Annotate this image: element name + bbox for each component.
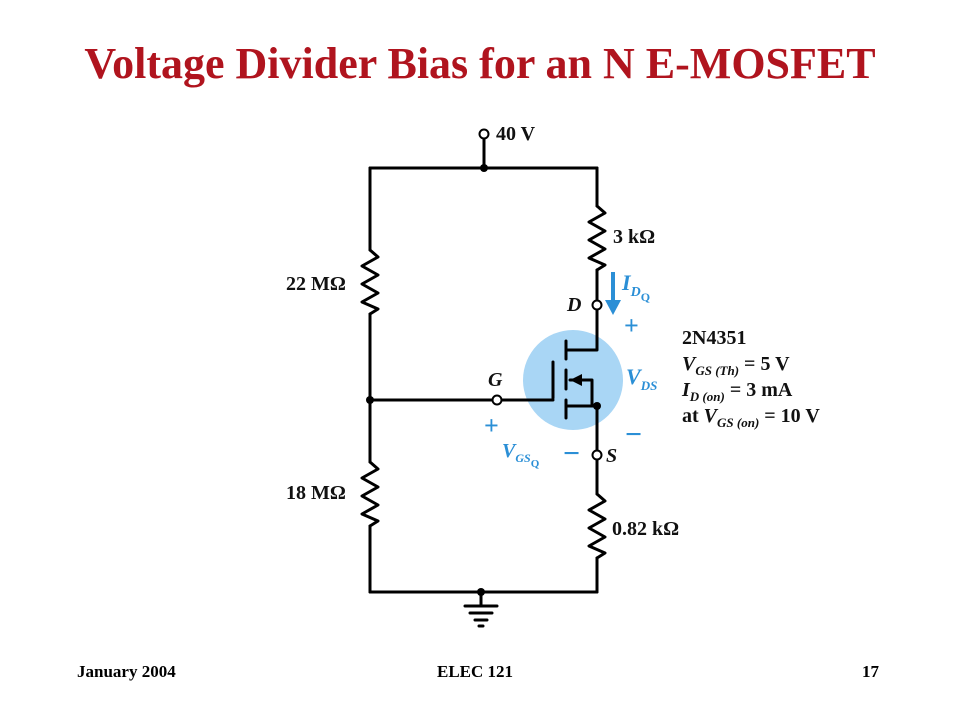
spec-id-on: ID (on) = 3 mA (681, 379, 793, 404)
slide-title: Voltage Divider Bias for an N E-MOSFET (84, 39, 876, 88)
r1-label: 22 MΩ (286, 273, 346, 295)
supply-voltage-label: 40 V (496, 123, 536, 145)
footer-date: January 2004 (77, 662, 176, 681)
vgs-minus: − (563, 437, 580, 470)
drain-current-label: IDQ (621, 270, 650, 304)
source-label: S (606, 445, 617, 467)
gate-terminal (491, 394, 503, 406)
supply-terminal (478, 128, 490, 140)
gate-label: G (488, 369, 503, 391)
spec-vgs-th: VGS (Th) = 5 V (682, 353, 790, 378)
r2-label: 18 MΩ (286, 482, 346, 504)
spec-vgs-on: at VGS (on) = 10 V (682, 405, 820, 430)
rd-label: 3 kΩ (613, 226, 655, 248)
r2-resistor (360, 460, 380, 528)
rs-label: 0.82 kΩ (612, 518, 679, 540)
rd-resistor (587, 204, 607, 272)
r1-resistor (360, 248, 380, 316)
drain-label: D (566, 294, 581, 316)
footer-course: ELEC 121 (437, 662, 514, 681)
rs-resistor (587, 492, 607, 560)
vds-minus: − (625, 418, 642, 451)
vds-plus: + (624, 311, 639, 340)
mosfet-arrow (570, 374, 582, 386)
vds-label: VDS (626, 364, 657, 393)
part-number: 2N4351 (682, 327, 746, 349)
footer-page-number: 17 (862, 662, 879, 681)
drain-current-arrow (605, 272, 621, 315)
ground-icon (463, 604, 499, 628)
source-terminal (591, 449, 603, 461)
vgs-label: VGSQ (502, 440, 540, 470)
vgs-plus: + (484, 411, 499, 440)
drain-lead (564, 308, 599, 352)
drain-terminal (591, 299, 603, 311)
